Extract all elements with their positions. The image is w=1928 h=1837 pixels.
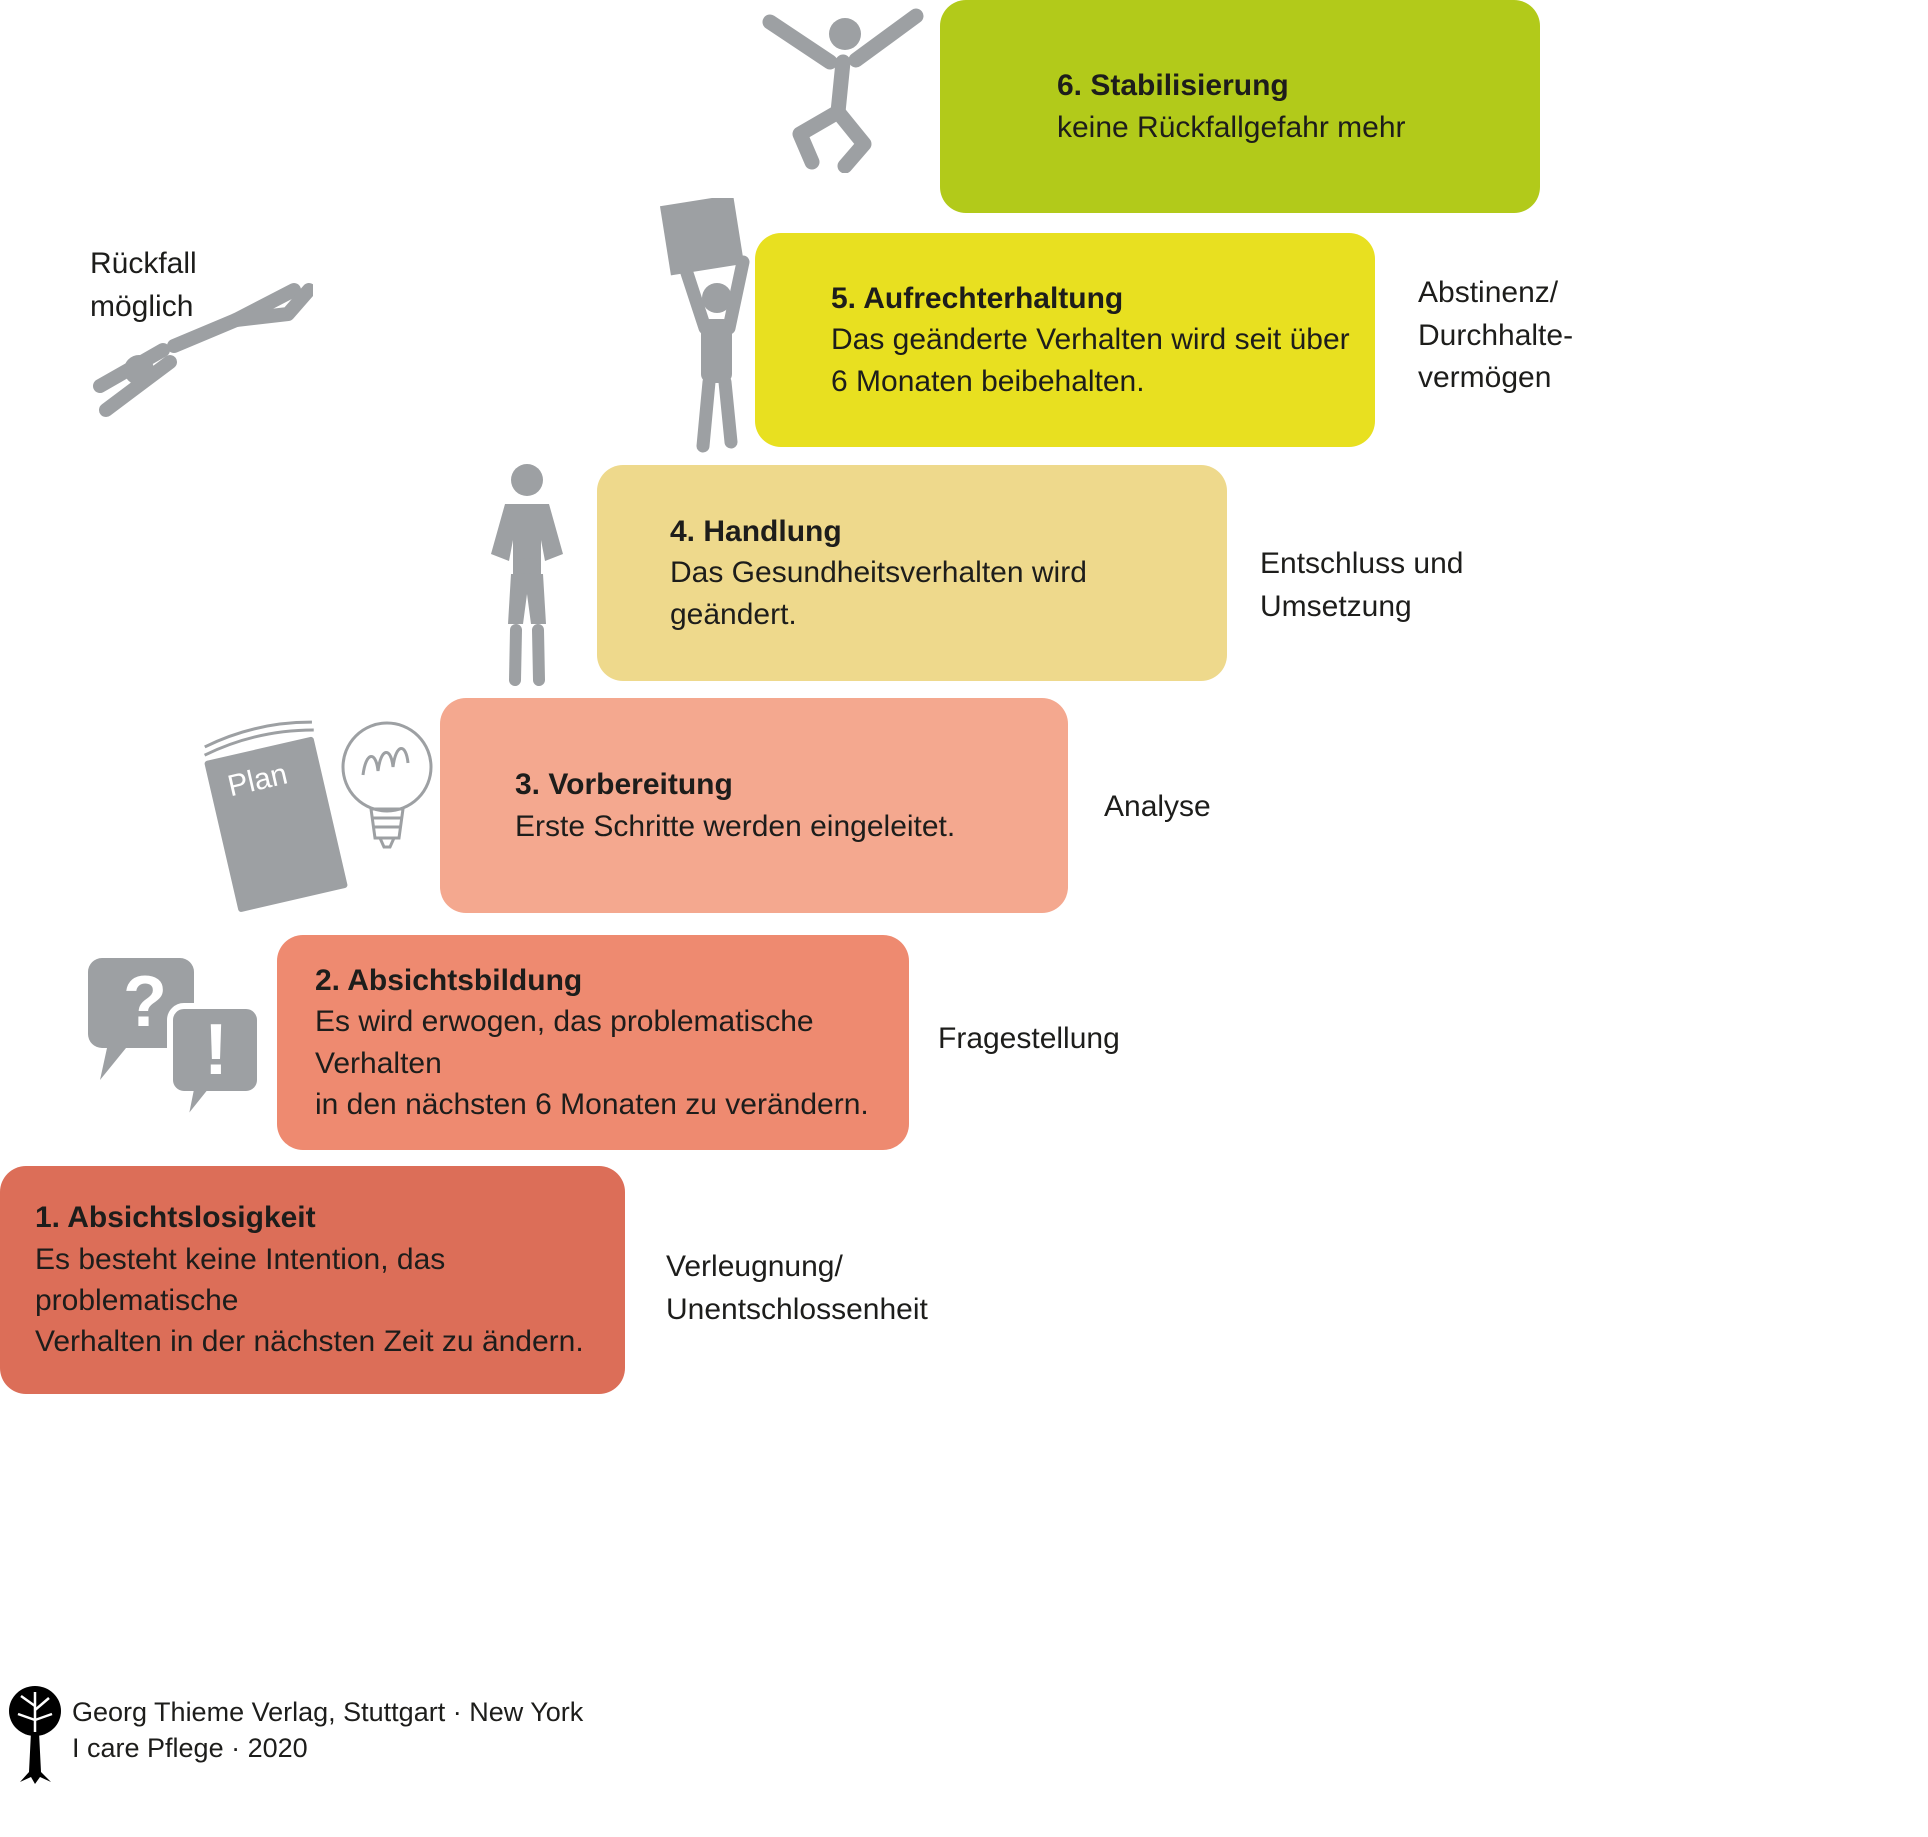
stage-3-title: 3. Vorbereitung — [515, 768, 733, 802]
stage-2-description: Es wird erwogen, das problematische Verh… — [315, 1005, 869, 1121]
standing-person-icon — [491, 464, 563, 686]
footer: Georg Thieme Verlag, Stuttgart · New Yor… — [72, 1694, 583, 1766]
stage-box-6: 6. Stabilisierung keine Rückfallgefahr m… — [940, 0, 1540, 213]
stage-3-description: Erste Schritte werden eingeleitet. — [515, 809, 956, 843]
stage-2-title: 2. Absichtsbildung — [315, 963, 583, 997]
stage-5-description: Das geänderte Verhalten wird seit über 6… — [831, 323, 1350, 398]
stage-1-description: Es besteht keine Intention, das problema… — [35, 1242, 584, 1359]
stage-box-2: 2. Absichtsbildung Es wird erwogen, das … — [277, 935, 909, 1150]
falling-person-icon — [93, 283, 313, 417]
question-bubble — [88, 958, 194, 1080]
stage-box-5: 5. Aufrechterhaltung Das geänderte Verha… — [755, 233, 1375, 447]
question-mark-glyph: ? — [123, 962, 167, 1042]
jumping-person-icon — [762, 8, 924, 173]
stage-4-description: Das Gesundheitsverhalten wird geändert. — [670, 556, 1087, 631]
side-label-stage-5: Abstinenz/ Durchhalte- vermögen — [1418, 276, 1574, 395]
relapse-label: Rückfall möglich — [90, 247, 197, 323]
side-label-stage-3: Analyse — [1104, 790, 1211, 823]
sign-board — [659, 198, 745, 276]
thieme-tree-logo — [9, 1686, 61, 1784]
stage-6-title: 6. Stabilisierung — [1057, 69, 1289, 103]
exclamation-bubble — [167, 1003, 263, 1126]
side-label-stage-2: Fragestellung — [938, 1022, 1120, 1055]
question-exclamation-bubbles-icon: ? ! — [88, 958, 263, 1126]
footer-publisher: Georg Thieme Verlag, Stuttgart · New Yor… — [72, 1697, 584, 1727]
stage-5-title: 5. Aufrechterhaltung — [831, 281, 1124, 315]
footer-source: I care Pflege · 2020 — [72, 1733, 308, 1764]
plan-and-lightbulb-icon: Plan — [203, 720, 433, 912]
stage-box-1: 1. Absichtslosigkeit Es besteht keine In… — [0, 1166, 625, 1394]
sign-holding-person-icon — [659, 198, 750, 453]
lightbulb-icon — [341, 721, 433, 849]
stage-box-3: 3. Vorbereitung Erste Schritte werden ei… — [440, 698, 1068, 913]
stage-box-4: 4. Handlung Das Gesundheitsverhalten wir… — [597, 465, 1227, 681]
stage-1-title: 1. Absichtslosigkeit — [35, 1201, 316, 1235]
stage-4-title: 4. Handlung — [670, 514, 842, 548]
side-label-stage-4: Entschluss und Umsetzung — [1260, 547, 1464, 623]
stage-6-description: keine Rückfallgefahr mehr — [1057, 110, 1406, 144]
side-label-stage-1: Verleugnung/ Unentschlossenheit — [666, 1250, 928, 1326]
plan-booklet-icon: Plan — [203, 720, 348, 912]
exclamation-mark-glyph: ! — [204, 1010, 228, 1090]
